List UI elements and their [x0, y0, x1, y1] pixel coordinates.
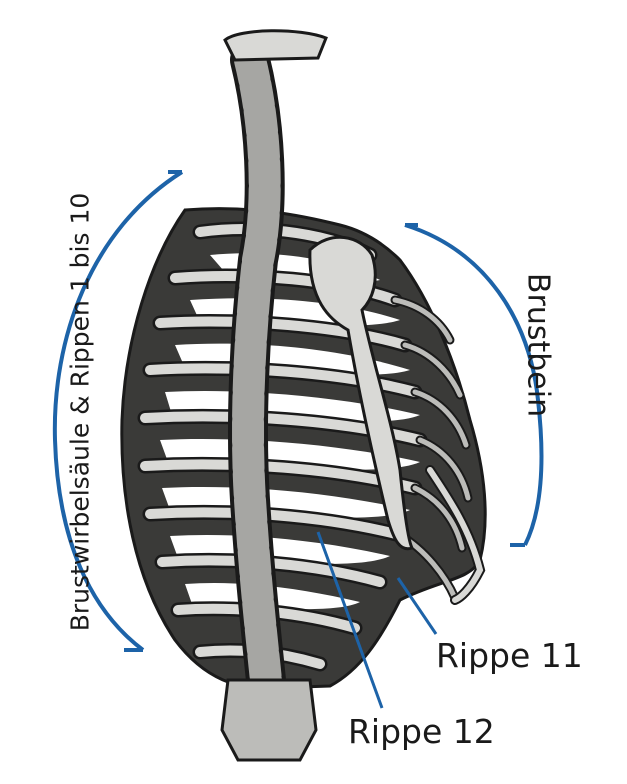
rib12-leader: [316, 531, 384, 709]
spine-bracket: [52, 170, 184, 652]
label-rib-12: Rippe 12: [348, 712, 495, 751]
sternum-bracket: [404, 223, 544, 546]
sternum: [308, 235, 486, 605]
rib11-leader: [396, 577, 438, 635]
vertebra-top: [223, 29, 328, 62]
vertebra-lower: [220, 678, 318, 762]
label-sternum: Brustbein: [520, 272, 556, 418]
spine: [220, 29, 328, 762]
label-spine-ribs-1-10: Brustwirbelsäule & Rippen 1 bis 10: [65, 192, 95, 632]
label-rib-11: Rippe 11: [436, 636, 583, 675]
